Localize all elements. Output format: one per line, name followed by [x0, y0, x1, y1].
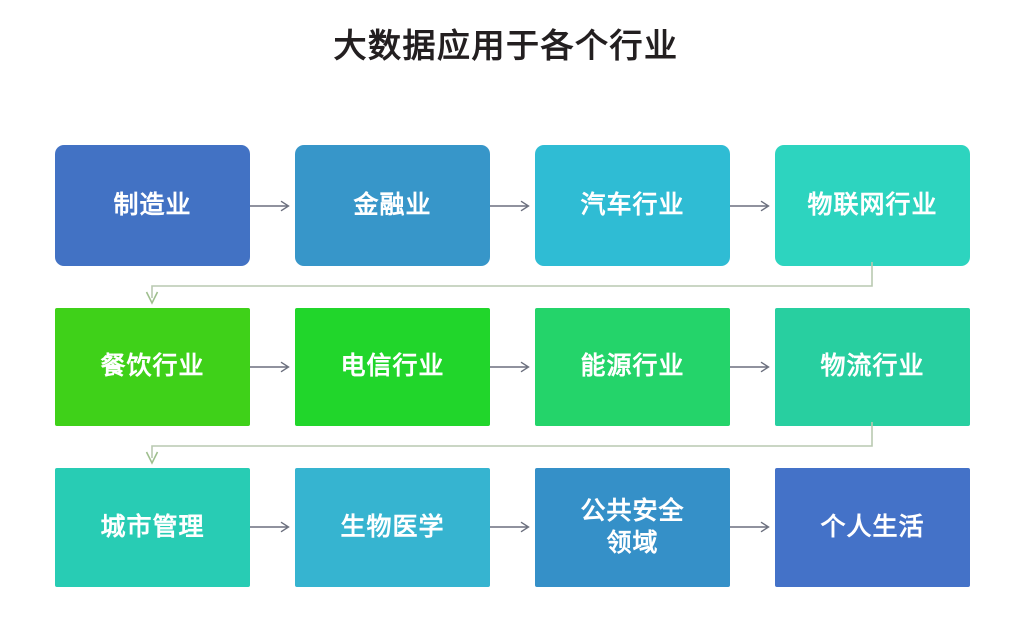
arrow-right-icon	[730, 360, 775, 374]
flow-node-iot[interactable]: 物联网行业	[775, 145, 970, 266]
flow-node-telecom[interactable]: 电信行业	[295, 308, 490, 426]
flow-node-finance[interactable]: 金融业	[295, 145, 490, 266]
flow-node-city-management[interactable]: 城市管理	[55, 468, 250, 587]
flow-node-label: 个人生活	[820, 512, 925, 541]
flow-node-catering[interactable]: 餐饮行业	[55, 308, 250, 426]
flow-node-label: 汽车行业	[580, 190, 685, 219]
flow-node-label: 城市管理	[100, 512, 205, 541]
arrow-right-icon	[250, 199, 295, 213]
flow-node-label: 物流行业	[820, 352, 925, 381]
flow-node-label: 能源行业	[580, 352, 685, 381]
wrap-connector-row1-row2	[140, 262, 880, 310]
flow-node-logistics[interactable]: 物流行业	[775, 308, 970, 426]
arrow-right-icon	[490, 520, 535, 534]
flow-node-label-line1: 公共安全	[580, 497, 685, 526]
wrap-connector-row2-row3	[140, 422, 880, 470]
flow-node-label: 金融业	[353, 190, 432, 219]
flow-node-public-security[interactable]: 公共安全 领域	[535, 468, 730, 587]
flow-node-label: 餐饮行业	[100, 352, 205, 381]
arrow-right-icon	[730, 199, 775, 213]
flow-node-label: 制造业	[113, 190, 192, 219]
flow-node-label: 生物医学	[340, 512, 445, 541]
arrow-right-icon	[490, 360, 535, 374]
arrow-right-icon	[250, 520, 295, 534]
flow-node-label: 电信行业	[340, 352, 445, 381]
flow-node-label: 物联网行业	[807, 190, 938, 219]
page-title: 大数据应用于各个行业	[333, 27, 679, 64]
flow-node-personal-life[interactable]: 个人生活	[775, 468, 970, 587]
flow-node-automotive[interactable]: 汽车行业	[535, 145, 730, 266]
flow-node-energy[interactable]: 能源行业	[535, 308, 730, 426]
arrow-right-icon	[490, 199, 535, 213]
flow-node-biomedicine[interactable]: 生物医学	[295, 468, 490, 587]
arrow-right-icon	[730, 520, 775, 534]
flow-node-manufacturing[interactable]: 制造业	[55, 145, 250, 266]
flow-node-label-line2: 领域	[606, 528, 659, 557]
arrow-right-icon	[250, 360, 295, 374]
